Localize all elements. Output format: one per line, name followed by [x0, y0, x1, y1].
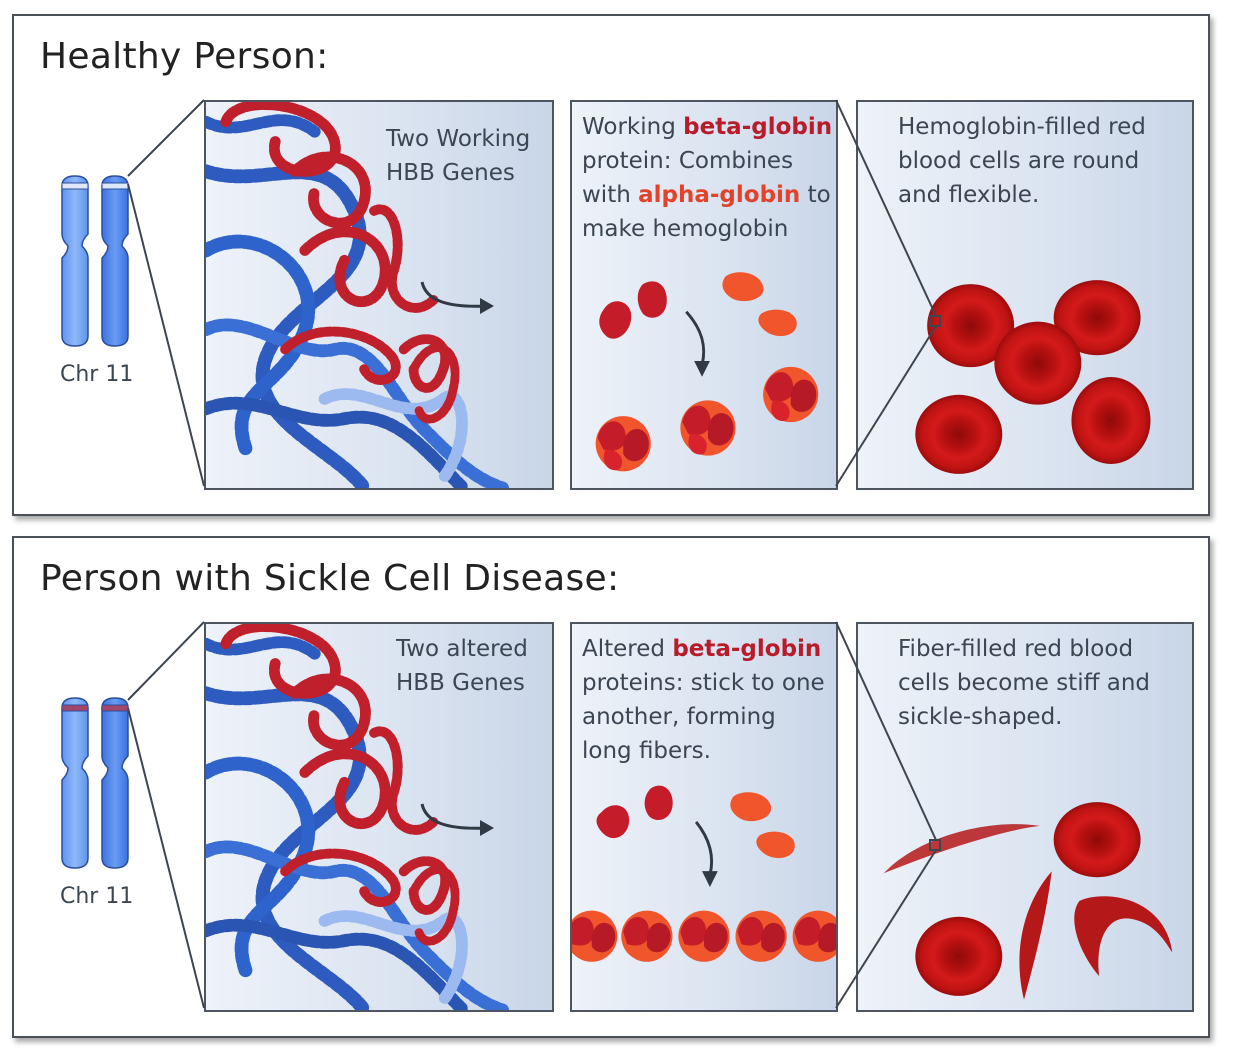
healthy-red-blood-cells-icon — [915, 280, 1151, 474]
sickle-dna-strands-icon — [206, 624, 509, 1010]
healthy-section: Healthy Person: Chr 11 — [12, 14, 1210, 516]
sickle-chromosome-pair-icon — [61, 697, 129, 869]
sickle-protein-text: Altered beta-globin proteins: stick to o… — [582, 636, 825, 764]
sickle-red-blood-cells-icon — [883, 802, 1173, 1000]
sickle-cell-panel: Fiber-filled red blood cells become stif… — [856, 622, 1194, 1012]
healthy-protein-text: Working beta-globin protein: Combines wi… — [582, 114, 833, 242]
sickle-gene-text: Two altered HBB Genes — [396, 636, 528, 696]
sickle-title: Person with Sickle Cell Disease: — [40, 558, 620, 599]
healthy-protein-panel: Working beta-globin protein: Combines wi… — [570, 100, 838, 490]
sickle-globin-fiber-icon — [572, 785, 836, 962]
sickle-gene-panel: Two altered HBB Genes — [204, 622, 554, 1012]
healthy-curved-arrow-icon — [420, 281, 494, 314]
sickle-curved-arrow-icon — [420, 803, 494, 836]
sickle-cell-text: Fiber-filled red blood cells become stif… — [898, 636, 1151, 730]
healthy-chromosome-pair-icon — [61, 175, 129, 347]
healthy-title: Healthy Person: — [40, 36, 329, 77]
healthy-dna-strands-icon — [206, 102, 509, 488]
healthy-chromosome-label: Chr 11 — [60, 362, 134, 387]
healthy-cell-text: Hemoglobin-filled red blood cells are ro… — [898, 114, 1146, 208]
healthy-cell-panel: Hemoglobin-filled red blood cells are ro… — [856, 100, 1194, 490]
sickle-section: Person with Sickle Cell Disease: Chr 11 — [12, 536, 1210, 1038]
healthy-gene-text: Two Working HBB Genes — [386, 126, 531, 186]
sickle-chromosome-label: Chr 11 — [60, 884, 134, 909]
healthy-globin-assembly-icon — [595, 272, 819, 472]
healthy-gene-panel: Two Working HBB Genes — [204, 100, 554, 490]
sickle-protein-panel: Altered beta-globin proteins: stick to o… — [570, 622, 838, 1012]
